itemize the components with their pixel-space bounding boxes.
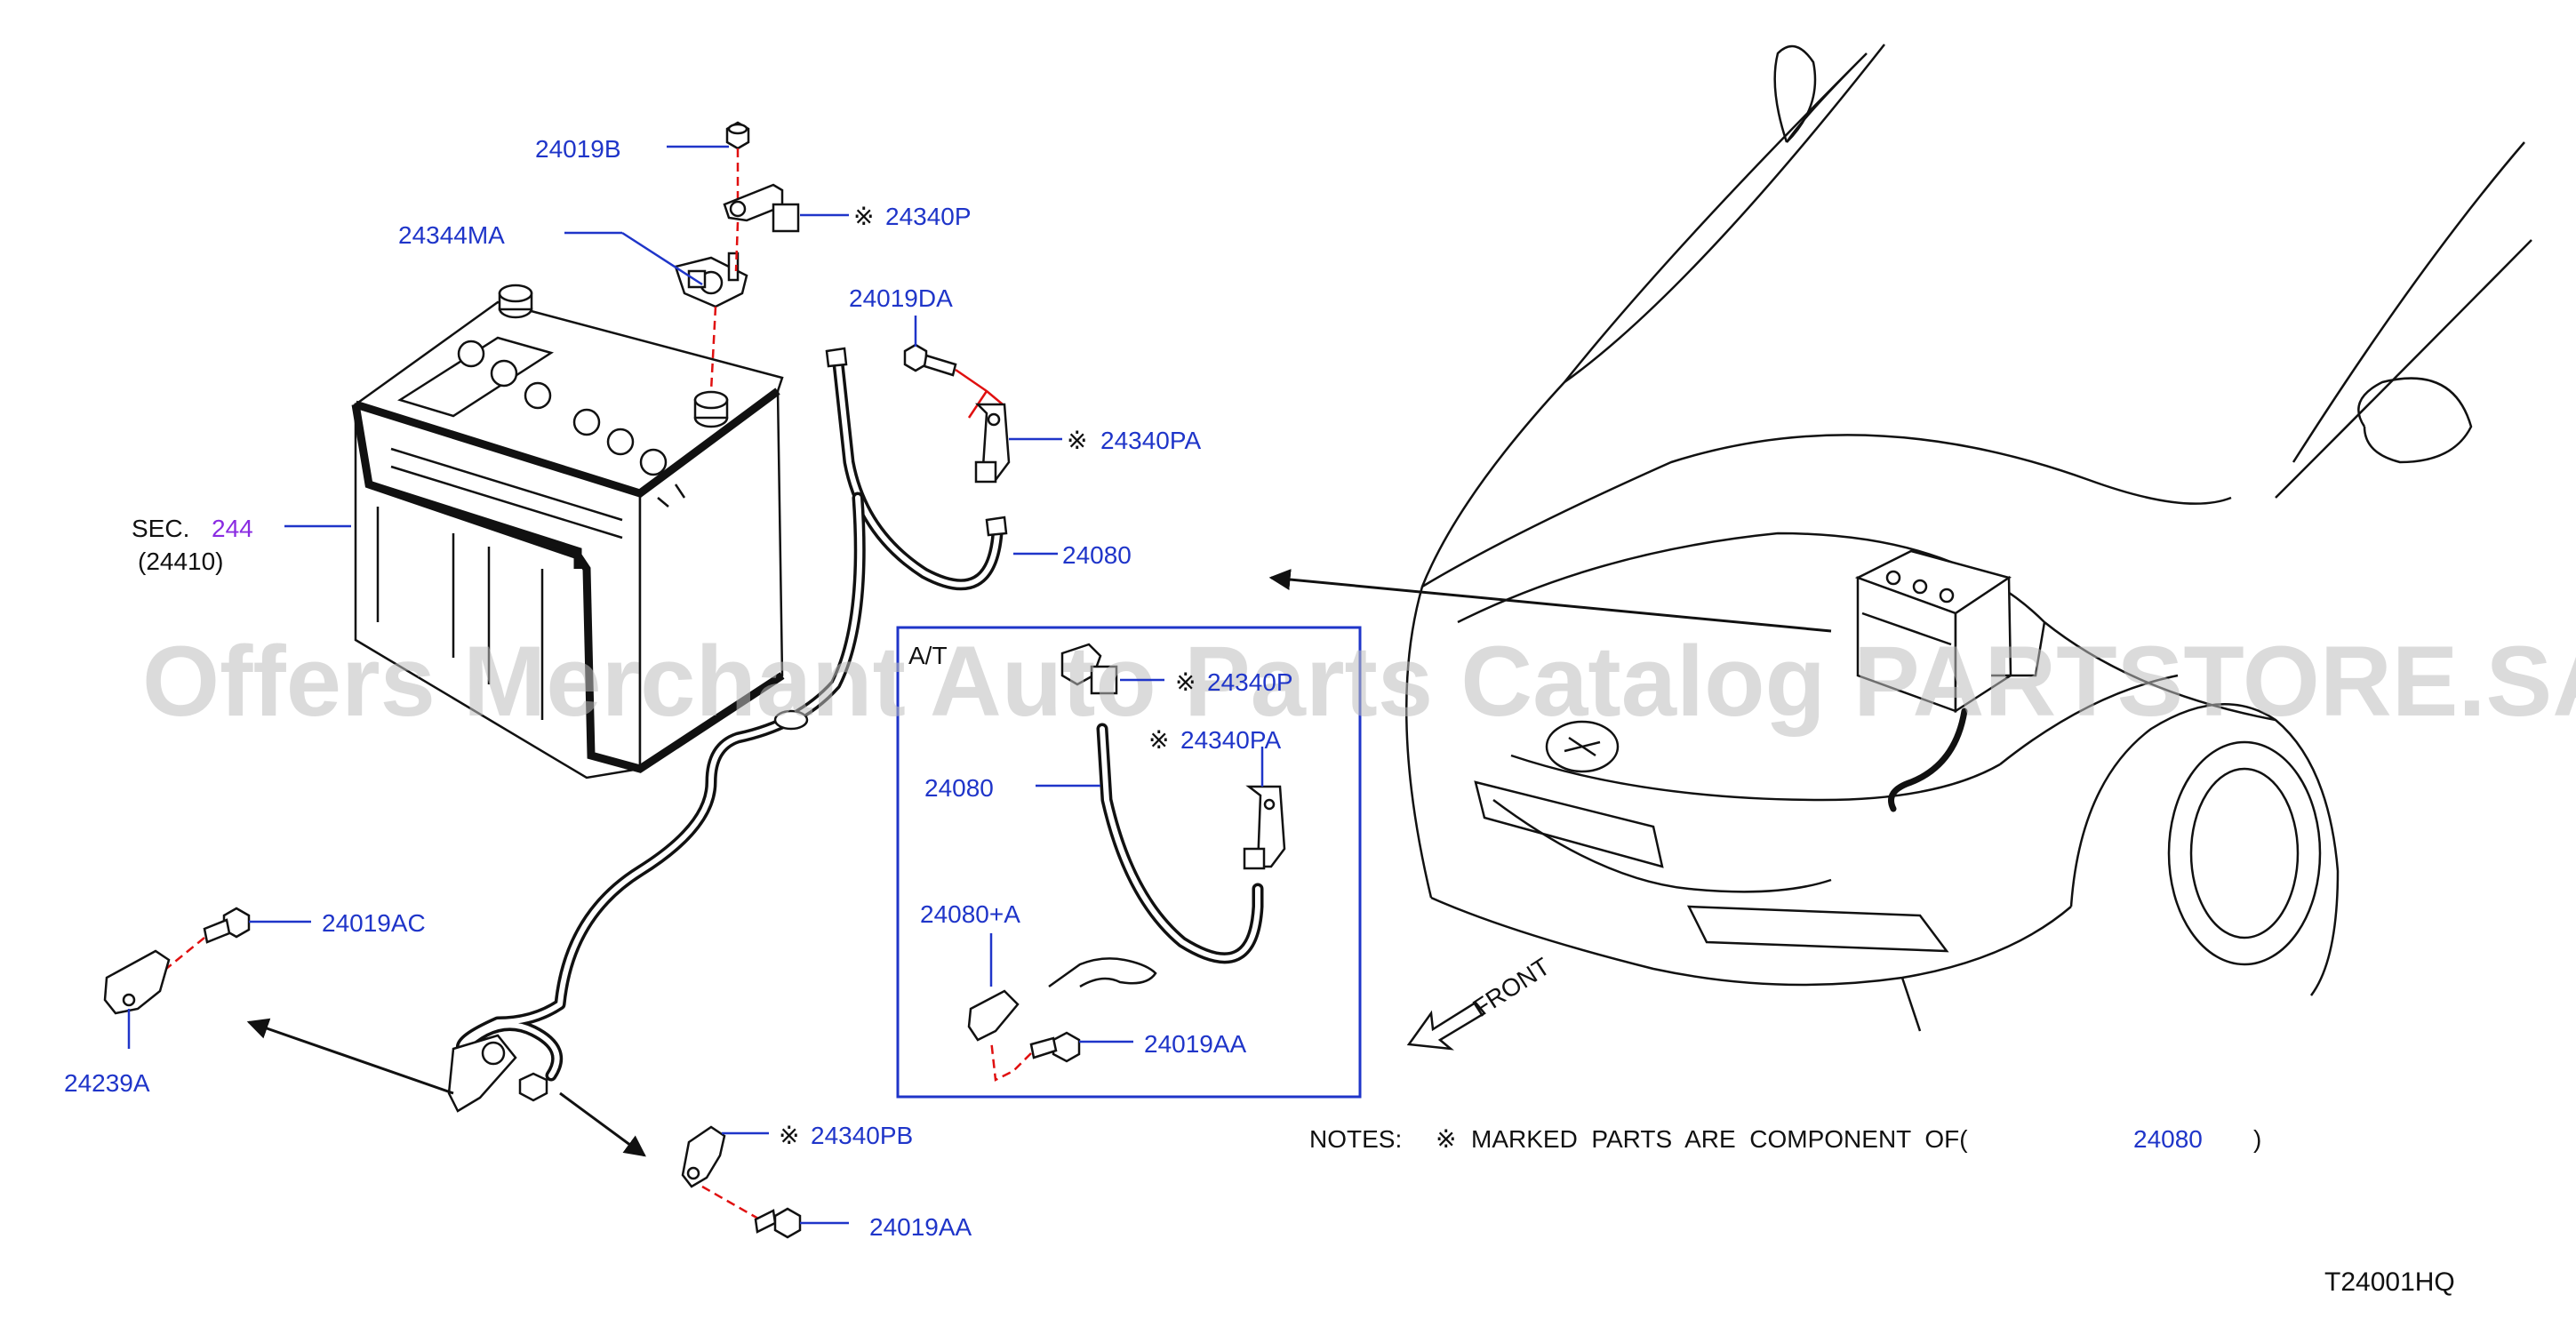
car-battery-location bbox=[1854, 549, 2046, 812]
label-24019aa[interactable]: 24019AA bbox=[869, 1213, 972, 1241]
battery-cell-caps bbox=[457, 340, 668, 476]
inset-title: A/T bbox=[908, 642, 948, 669]
section-sub: (24410) bbox=[138, 548, 224, 575]
notes-close: ) bbox=[2253, 1125, 2261, 1153]
section-number[interactable]: 244 bbox=[212, 515, 253, 542]
label-24340pa[interactable]: 24340PA bbox=[1100, 427, 1201, 454]
notes-ref[interactable]: 24080 bbox=[2133, 1125, 2203, 1153]
label-24344ma[interactable]: 24344MA bbox=[398, 221, 505, 249]
bracket-24239a bbox=[103, 949, 171, 1015]
ground-terminal bbox=[447, 1034, 548, 1113]
label-24239a[interactable]: 24239A bbox=[64, 1069, 150, 1097]
bolt-24019da bbox=[903, 343, 957, 377]
nut-24019b bbox=[725, 121, 750, 150]
section-prefix: SEC. bbox=[132, 515, 189, 542]
front-label: FRONT bbox=[1468, 953, 1555, 1023]
notes-prefix: NOTES: bbox=[1309, 1125, 1402, 1153]
inset-label-24340pa[interactable]: 24340PA bbox=[1180, 726, 1281, 754]
inset-box-at bbox=[896, 626, 1362, 1099]
mark-24340p: ※ bbox=[853, 203, 874, 230]
label-24019da[interactable]: 24019DA bbox=[849, 284, 953, 312]
mark-24340pb: ※ bbox=[779, 1122, 799, 1149]
car-outline bbox=[1405, 44, 2532, 1032]
inset-parts bbox=[967, 643, 1286, 1063]
mark-24340pa: ※ bbox=[1067, 427, 1087, 454]
label-24019ac[interactable]: 24019AC bbox=[322, 909, 426, 937]
inset-label-24019aa[interactable]: 24019AA bbox=[1144, 1030, 1247, 1058]
drawing-id: T24001HQ bbox=[2324, 1267, 2455, 1297]
battery-illustration bbox=[351, 284, 785, 779]
front-arrow bbox=[1406, 1001, 1486, 1051]
inset-label-24340p[interactable]: 24340P bbox=[1207, 668, 1293, 696]
bracket-24340p bbox=[723, 183, 800, 233]
bracket-24340pb bbox=[681, 1125, 726, 1188]
label-24080[interactable]: 24080 bbox=[1062, 541, 1132, 569]
label-24019b[interactable]: 24019B bbox=[535, 135, 621, 163]
bolt-24019aa bbox=[754, 1207, 802, 1239]
leader-lines bbox=[127, 145, 1264, 1225]
inset-mark-24340pa: ※ bbox=[1148, 726, 1169, 754]
bracket-24340pa bbox=[974, 403, 1011, 484]
label-24340p[interactable]: 24340P bbox=[885, 203, 972, 230]
notes-text: MARKED PARTS ARE COMPONENT OF( bbox=[1471, 1125, 1968, 1153]
watermark: Offers Merchant Auto Parts Catalog PARTS… bbox=[142, 626, 2576, 737]
bolt-24019ac bbox=[203, 907, 251, 944]
terminal-clamp-24344ma bbox=[674, 252, 748, 308]
inset-label-24080[interactable]: 24080 bbox=[924, 774, 994, 802]
cable-24080 bbox=[456, 347, 1008, 1082]
notes-mark: ※ bbox=[1436, 1125, 1456, 1153]
inset-mark-24340p: ※ bbox=[1175, 668, 1196, 696]
label-24340pb[interactable]: 24340PB bbox=[811, 1122, 913, 1149]
inset-label-24080a[interactable]: 24080+A bbox=[920, 900, 1020, 928]
